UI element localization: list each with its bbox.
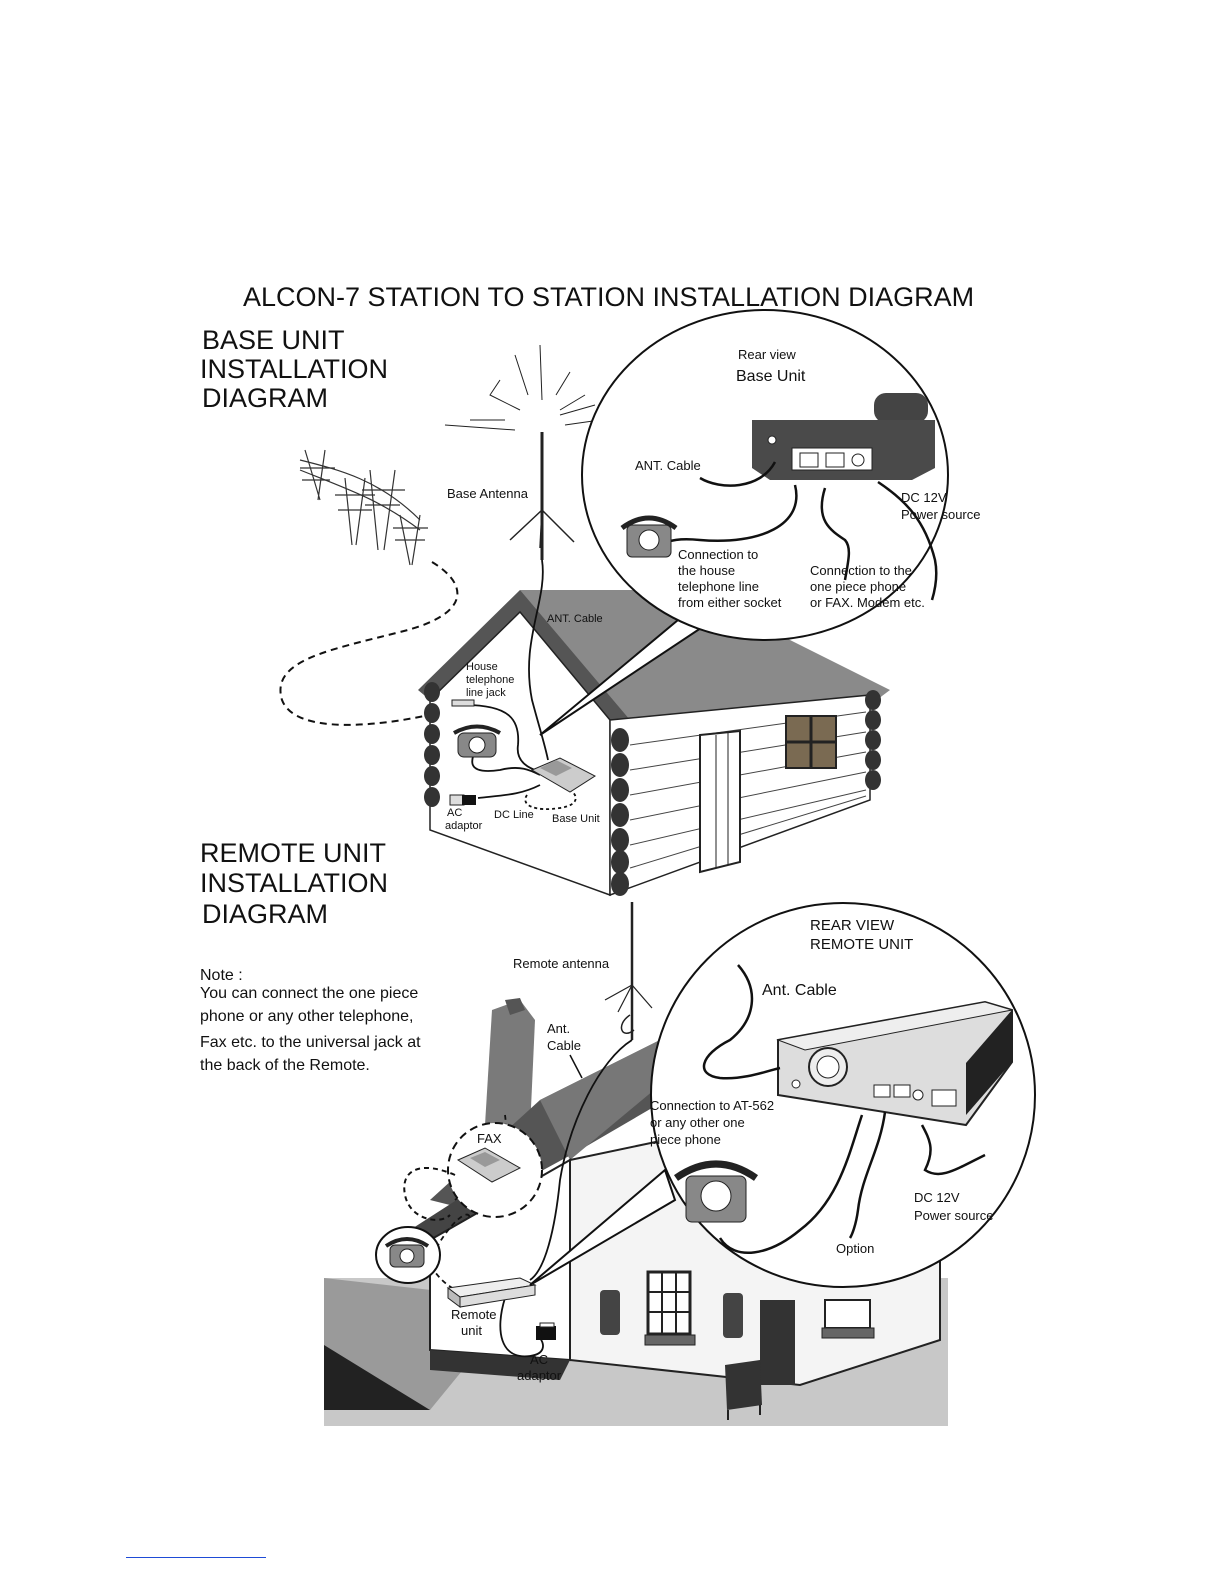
base-heading-line-1: BASE UNIT [202,325,345,355]
one-piece-label-3: or FAX. Modem etc. [810,595,925,610]
remote-ac-label-1: AC [530,1352,548,1367]
base-dc-label-1: DC 12V [901,490,947,505]
fax-machine-icon [456,1147,522,1183]
one-piece-label-1: Connection to the [810,563,912,578]
house-line-label-4: from either socket [678,595,782,610]
note-line-3: phone or any other telephone, [200,1008,414,1025]
base-antenna-label: Base Antenna [447,486,529,501]
house-jack-icon [451,699,475,707]
remote-connection-label-1: Connection to AT-562 [650,1098,774,1113]
remote-rear-view-label-2: REMOTE UNIT [810,936,913,953]
telephone-icon [384,1237,430,1268]
remote-ant-cable-label-2: Cable [547,1038,581,1053]
footer-rule [126,1557,266,1558]
remote-callout: REAR VIEW REMOTE UNIT Ant. Cable Connect… [529,902,1036,1288]
base-callout-unit-label: Base Unit [736,368,806,385]
remote-callout-ant-cable: Ant. Cable [762,982,837,999]
ac-adaptor-icon [536,1322,556,1340]
base-callout-ant-cable: ANT. Cable [635,458,701,473]
remote-heading-line-1: REMOTE UNIT [200,838,386,868]
base-dc-label-2: Power source [901,507,980,522]
remote-unit-label-1: Remote [451,1307,497,1322]
jack-label-2: telephone [466,674,514,686]
note-line-4: Fax etc. to the universal jack at [200,1034,421,1051]
remote-antenna-label: Remote antenna [513,956,610,971]
base-ac-label-1: AC [447,807,462,819]
power-line-pylons [299,449,428,566]
remote-dc-label-2: Power source [914,1208,993,1223]
diagram-title: ALCON-7 STATION TO STATION INSTALLATION … [243,282,974,312]
house-line-label-1: Connection to [678,547,758,562]
jack-label-3: line jack [466,687,506,699]
base-unit-icon [530,757,597,793]
telephone-icon [620,515,678,558]
base-rear-view-label: Rear view [738,347,796,362]
note-line-1: Note : [200,967,243,984]
fax-label: FAX [477,1131,502,1146]
base-house-ant-cable-label: ANT. Cable [547,613,603,625]
remote-unit-icon [446,1277,537,1308]
remote-connection-label-2: or any other one [650,1115,745,1130]
base-callout: Rear view Base Unit ANT. Cable DC 12V Po… [539,309,980,736]
remote-ac-label-2: adaptor [517,1368,562,1383]
base-ac-label-2: adaptor [445,820,483,832]
remote-note: Note : You can connect the one piece pho… [200,967,421,1074]
note-line-5: the back of the Remote. [200,1057,370,1074]
note-line-2: You can connect the one piece [200,985,418,1002]
telephone-icon [673,1160,759,1223]
remote-connection-label-3: piece phone [650,1132,721,1147]
base-antenna [444,344,601,560]
one-piece-label-2: one piece phone [810,579,906,594]
log-cabin [418,590,890,897]
option-label: Option [836,1241,874,1256]
remote-dc-label-1: DC 12V [914,1190,960,1205]
house-line-label-2: the house [678,563,735,578]
house-line-label-3: telephone line [678,579,759,594]
base-section-heading: BASE UNIT INSTALLATION DIAGRAM [200,325,388,413]
remote-rear-view-label-1: REAR VIEW [810,917,895,934]
base-unit-label: Base Unit [552,813,600,825]
remote-antenna [604,902,653,1040]
remote-heading-line-3: DIAGRAM [202,899,328,929]
remote-section-heading: REMOTE UNIT INSTALLATION DIAGRAM [200,838,388,929]
phone-line-dashed [279,561,459,726]
ac-adaptor-icon [449,794,476,806]
base-heading-line-3: DIAGRAM [202,383,328,413]
remote-heading-line-2: INSTALLATION [200,868,388,898]
dc-line-label: DC Line [494,809,534,821]
jack-label-1: House [466,661,498,673]
telephone-icon [453,724,501,758]
ant-cable-arrow [569,1054,583,1079]
base-heading-line-2: INSTALLATION [200,354,388,384]
remote-unit-label-2: unit [461,1323,482,1338]
remote-ant-cable-label-1: Ant. [547,1021,570,1036]
